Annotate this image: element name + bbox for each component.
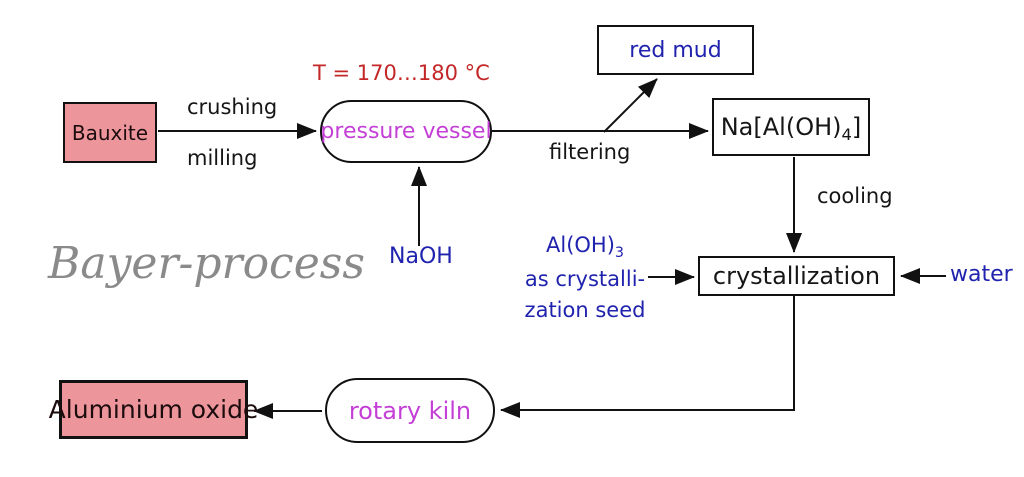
seed-line2: as crystalli- [524, 267, 646, 291]
arrow-crystallization-to-rotary-kiln [500, 296, 795, 418]
bauxite-label: Bauxite [71, 120, 149, 145]
rotary-kiln-label: rotary kiln [348, 396, 472, 425]
seed-formula: Al(OH)3 [546, 233, 624, 261]
pressure-vessel-node: pressure vessel [320, 100, 492, 163]
naoh-label: NaOH [389, 244, 453, 269]
red-mud-label: red mud [629, 37, 722, 63]
water-label: water [950, 262, 1013, 287]
crystallization-box: crystallization [698, 256, 895, 296]
aluminium-oxide-box: Aluminium oxide [49, 380, 258, 439]
seed-label: Al(OH)3 as crystalli- zation seed [521, 230, 649, 326]
cooling-label: cooling [817, 184, 893, 208]
diagram-title: Bayer-process [48, 238, 365, 289]
rotary-kiln-node: rotary kiln [325, 378, 495, 443]
sodium-aluminate-box: Na[Al(OH)4] [712, 98, 870, 156]
pressure-vessel-label: pressure vessel [320, 119, 492, 144]
bauxite-box: Bauxite [63, 102, 157, 163]
crushing-label: crushing [187, 95, 278, 119]
red-mud-box: red mud [597, 25, 754, 75]
aluminium-oxide-label: Aluminium oxide [48, 395, 259, 424]
seed-line3: zation seed [524, 298, 646, 322]
milling-label: milling [187, 146, 258, 170]
sodium-aluminate-label: Na[Al(OH)4] [720, 113, 862, 144]
filtering-label: filtering [549, 140, 631, 164]
crystallization-label: crystallization [712, 262, 881, 290]
arrow-branch-to-red-mud [603, 78, 658, 133]
temperature-label: T = 170…180 °C [313, 61, 490, 85]
